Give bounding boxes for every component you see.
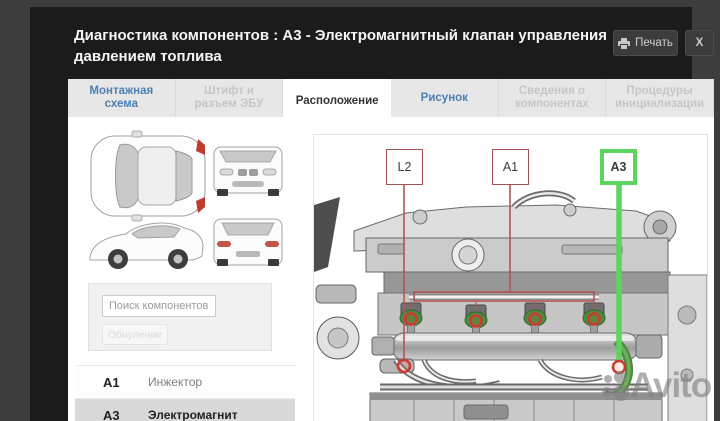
- tab-drawing[interactable]: Рисунок: [391, 79, 499, 117]
- close-icon: X: [695, 37, 704, 49]
- component-markers: [396, 312, 627, 375]
- vehicle-views-image: [89, 130, 283, 269]
- tab-bar: Монтажная схема Штифт и разъем ЭБУ Распо…: [68, 79, 714, 123]
- callout-a1[interactable]: A1: [492, 149, 529, 185]
- print-button-label: Печать: [635, 37, 673, 49]
- car-rear-view: [213, 218, 283, 266]
- component-name: Электромагнит: [148, 408, 238, 421]
- list-item-a3[interactable]: A3 Электромагнит: [75, 399, 295, 421]
- tab-component-info[interactable]: Сведения о компонентах: [499, 79, 607, 117]
- location-diagram-panel: L2 A1 A3: [313, 134, 708, 421]
- car-side-view: [89, 222, 204, 269]
- component-code: A1: [103, 374, 120, 390]
- component-name: Инжектор: [148, 375, 203, 389]
- tab-mounting-diagram[interactable]: Монтажная схема: [68, 79, 176, 117]
- car-front-view: [213, 146, 283, 196]
- dialog-title: Диагностика компонентов : A3 - Электрома…: [74, 27, 608, 65]
- search-input[interactable]: [102, 295, 216, 317]
- leader-lines: [403, 185, 622, 362]
- print-button[interactable]: Печать: [613, 30, 678, 56]
- tab-init-procedures[interactable]: Процедуры инициализации: [606, 79, 714, 117]
- callout-l2[interactable]: L2: [386, 149, 423, 185]
- tab-ecu-pin-connector[interactable]: Штифт и разъем ЭБУ: [176, 79, 284, 117]
- tab-location[interactable]: Расположение: [283, 79, 391, 123]
- component-search-panel: Обнуление: [88, 283, 272, 351]
- component-list: A1 Инжектор A3 Электромагнит: [75, 365, 295, 421]
- close-button[interactable]: X: [685, 30, 714, 56]
- diagnostics-dialog: Диагностика компонентов : A3 - Электрома…: [30, 7, 714, 421]
- dialog-content: Монтажная схема Штифт и разъем ЭБУ Распо…: [68, 79, 714, 421]
- list-item-a1[interactable]: A1 Инжектор: [75, 366, 295, 399]
- printer-icon: [618, 37, 631, 49]
- reset-button[interactable]: Обнуление: [102, 324, 168, 345]
- component-code: A3: [103, 407, 120, 421]
- callout-a3-highlighted[interactable]: A3: [600, 149, 637, 185]
- car-top-view: [90, 130, 206, 222]
